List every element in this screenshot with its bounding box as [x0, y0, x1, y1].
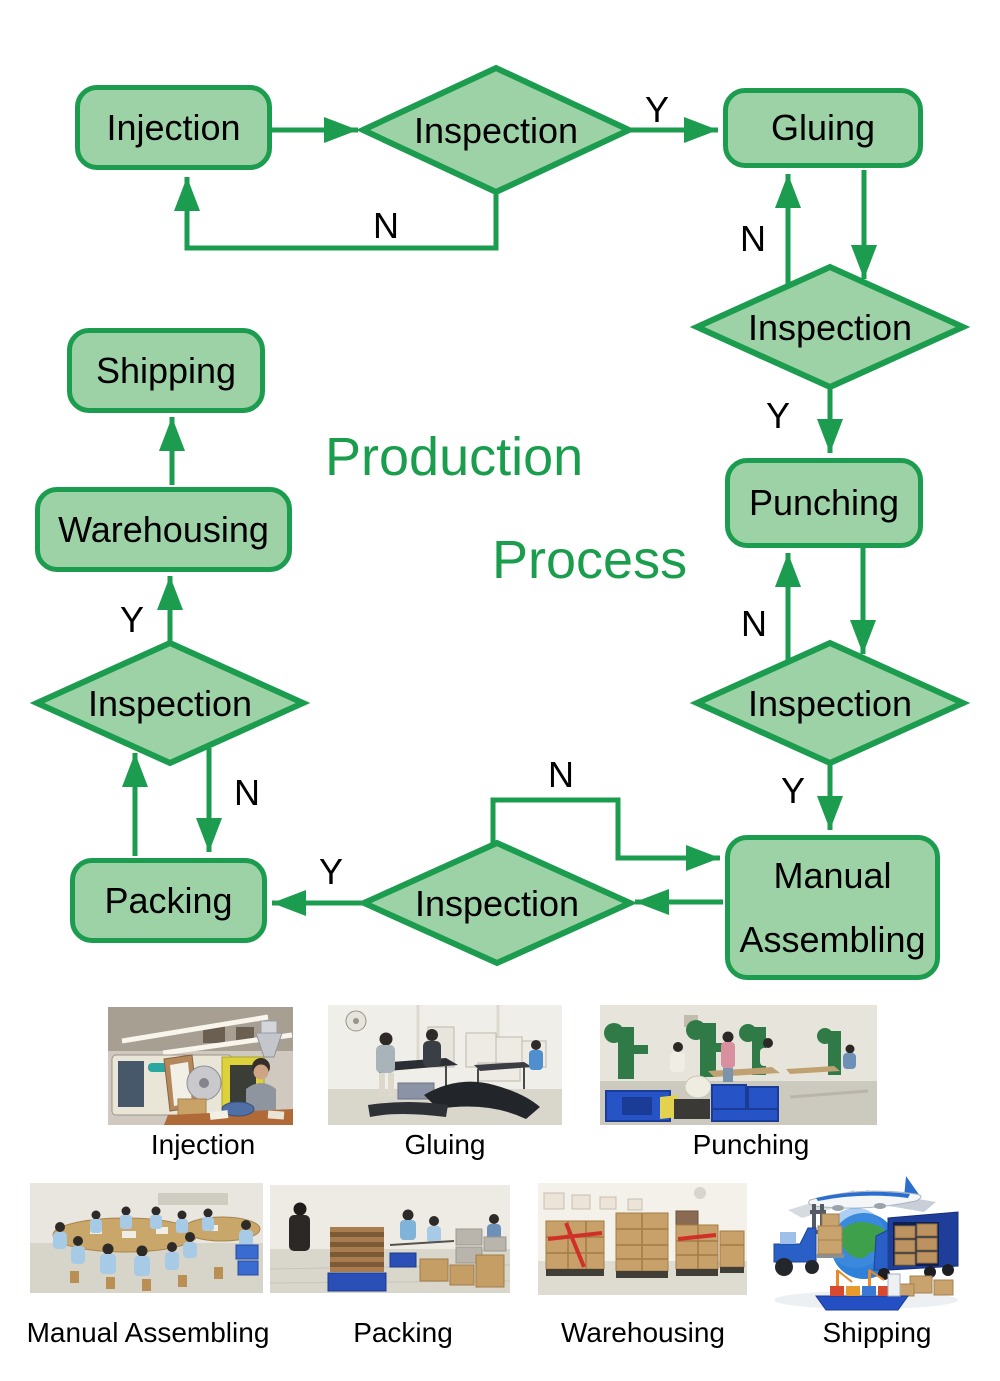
caption-packing: Packing	[353, 1317, 453, 1348]
branch-yes-2: Y	[765, 395, 791, 436]
branch-no-3: N	[741, 603, 767, 644]
decision-label-3: Inspection	[747, 683, 913, 724]
pallets	[546, 1267, 744, 1278]
decision-label-4: Inspection	[414, 883, 580, 924]
forklift-icon	[773, 1204, 844, 1276]
cardboard-boxes	[419, 1254, 505, 1288]
node-shipping: Shipping	[67, 328, 265, 413]
arrow-inspection1-no-to-injection	[174, 177, 499, 251]
injection-photo-illustration	[108, 1007, 293, 1125]
node-gluing: Gluing	[723, 88, 923, 168]
branch-no-4: N	[548, 754, 574, 795]
node-manual-assembling-line2: Assembling	[739, 918, 926, 960]
worker-figure	[289, 1202, 310, 1251]
red-straps	[547, 1222, 717, 1268]
branch-yes-3: Y	[780, 770, 806, 811]
tray-stacks	[330, 1227, 384, 1272]
decision-inspection-4	[356, 839, 638, 967]
flowchart-shapes	[29, 64, 971, 967]
decision-label-1: Inspection	[413, 110, 579, 151]
warehousing-photo-illustration	[538, 1183, 747, 1295]
node-punching: Punching	[725, 458, 923, 548]
node-warehousing: Warehousing	[35, 487, 292, 572]
gluing-photo-illustration	[328, 1005, 562, 1125]
cargo-ship-icon	[815, 1269, 909, 1311]
branch-yes-1: Y	[644, 89, 670, 130]
worker-figure	[843, 1044, 856, 1069]
workers-group	[53, 1206, 253, 1276]
worker-figure	[427, 1216, 441, 1243]
photo-manual-assembling	[30, 1183, 263, 1293]
decision-inspection-1	[355, 64, 637, 196]
decision-inspection-2	[689, 263, 971, 391]
worker-figure	[721, 1031, 735, 1082]
node-manual-assembling: Manual Assembling	[725, 835, 940, 980]
caption-warehousing: Warehousing	[561, 1317, 725, 1348]
caption-manual-assembling: Manual Assembling	[26, 1317, 270, 1348]
photo-warehousing	[538, 1183, 747, 1295]
loose-boxes	[897, 1275, 954, 1297]
caption-gluing: Gluing	[404, 1129, 486, 1160]
photo-gluing	[328, 1005, 562, 1125]
worker-figure	[760, 1038, 775, 1066]
windows	[543, 1192, 643, 1211]
branch-yes-5: Y	[119, 599, 145, 640]
packing-photo-illustration	[270, 1185, 510, 1293]
photo-punching	[600, 1005, 877, 1125]
node-injection: Injection	[75, 85, 272, 170]
caption-injection: Injection	[150, 1129, 256, 1160]
caption-punching: Punching	[692, 1129, 810, 1160]
node-packing: Packing	[70, 858, 267, 943]
stools	[70, 1267, 223, 1291]
worker-figure	[529, 1040, 543, 1070]
decision-inspection-3	[689, 639, 971, 767]
photo-packing	[270, 1185, 510, 1293]
caption-shipping: Shipping	[822, 1317, 932, 1348]
worker-figure	[670, 1042, 685, 1072]
decision-label-5: Inspection	[87, 683, 253, 724]
arrow-inspection4-no-to-manual	[490, 797, 720, 871]
worker-figure	[400, 1209, 416, 1240]
worker-figure	[423, 1029, 441, 1067]
manual-assembling-photo-illustration	[30, 1183, 263, 1293]
page-title-line1: Production	[325, 427, 584, 487]
branch-no-5: N	[234, 772, 260, 813]
branch-no-2: N	[740, 218, 766, 259]
branch-yes-4: Y	[318, 851, 344, 892]
node-manual-assembling-line1: Manual	[773, 854, 892, 896]
decision-label-2: Inspection	[747, 307, 913, 348]
photo-injection	[108, 1007, 293, 1125]
photo-shipping	[760, 1170, 973, 1313]
worker-figure	[376, 1032, 395, 1097]
shipping-photo-illustration	[760, 1170, 973, 1313]
punching-photo-illustration	[600, 1005, 877, 1125]
plastic-crates	[235, 1244, 259, 1276]
branch-no-1: N	[373, 205, 399, 246]
page-title-line2: Process	[492, 530, 688, 590]
truck-icon	[873, 1211, 959, 1280]
decision-inspection-5	[29, 639, 311, 767]
rubber-sheets	[424, 1081, 540, 1119]
